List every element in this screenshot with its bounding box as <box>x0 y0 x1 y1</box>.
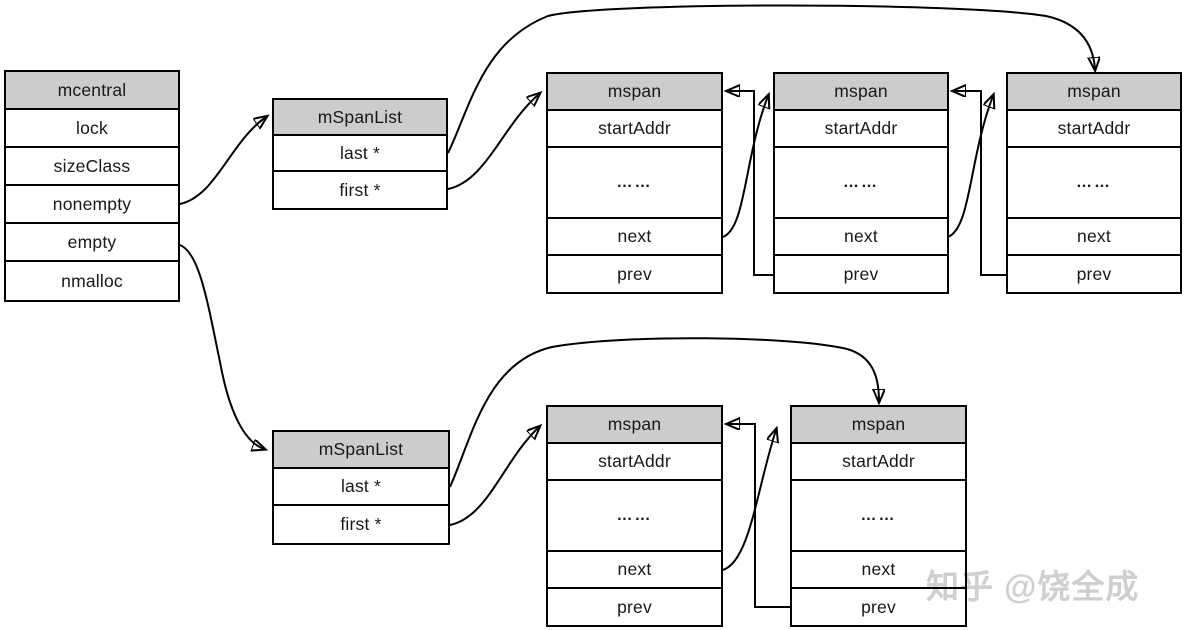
mspanlist-header: mSpanList <box>274 432 448 469</box>
row-startaddr: startAddr <box>792 444 965 481</box>
mspan-top-1-table: mspan startAddr …… next prev <box>546 72 723 294</box>
arrow-nonempty-to-top-mspanlist <box>179 117 266 205</box>
row-ellipsis: …… <box>1008 148 1180 219</box>
arrow-top-first-to-mspan1 <box>447 94 539 190</box>
mcentral-table: mcentral lock sizeClass nonempty empty n… <box>4 70 180 302</box>
mspan-header: mspan <box>548 74 721 111</box>
row-prev: prev <box>617 596 652 617</box>
mspan-header: mspan <box>775 74 947 111</box>
row-ellipsis: …… <box>792 481 965 552</box>
arrow-bottom-mspan1-next-to-mspan2 <box>722 430 776 571</box>
row-lock: lock <box>6 110 178 148</box>
arrow-bottom-mspan2-prev-to-mspan1 <box>728 424 790 608</box>
arrow-top-mspan2-next-to-mspan3 <box>947 96 993 238</box>
row-startaddr: startAddr <box>548 444 721 481</box>
zhihu-watermark: 知乎 @饶全成 <box>926 568 1140 605</box>
row-nonempty: nonempty <box>6 186 178 224</box>
mspan-bottom-1-table: mspan startAddr …… next prev <box>546 405 723 627</box>
mspanlist-header: mSpanList <box>274 100 446 136</box>
row-empty: empty <box>6 224 178 262</box>
arrow-empty-to-bottom-mspanlist <box>179 244 264 449</box>
mspan-header: mspan <box>792 407 965 444</box>
mspan-header: mspan <box>548 407 721 444</box>
row-prev: prev <box>861 596 896 617</box>
row-startaddr: startAddr <box>775 111 947 148</box>
row-startaddr: startAddr <box>548 111 721 148</box>
arrow-top-mspan1-next-to-mspan2 <box>722 96 768 238</box>
mspan-top-3-table: mspan startAddr …… next prev <box>1006 72 1182 294</box>
row-last: last * <box>274 469 448 506</box>
row-prev: prev <box>843 263 879 284</box>
row-startaddr: startAddr <box>1008 111 1180 148</box>
row-prev: prev <box>617 263 652 284</box>
mspan-header: mspan <box>1008 74 1180 111</box>
row-last: last * <box>274 136 446 172</box>
arrow-top-mspan2-prev-to-mspan1 <box>728 91 773 276</box>
row-prev: prev <box>1076 263 1112 284</box>
row-first: first * <box>340 514 382 534</box>
mspan-top-2-table: mspan startAddr …… next prev <box>773 72 949 294</box>
row-next: next <box>792 552 965 589</box>
row-nmalloc: nmalloc <box>61 270 123 291</box>
mcentral-header: mcentral <box>6 72 178 110</box>
row-next: next <box>1008 219 1180 256</box>
row-first: first * <box>339 179 381 200</box>
row-next: next <box>775 219 947 256</box>
mspanlist-top-table: mSpanList last * first * <box>272 98 448 210</box>
arrow-bottom-first-to-mspan1 <box>449 427 539 526</box>
row-ellipsis: …… <box>548 148 721 219</box>
row-ellipsis: …… <box>775 148 947 219</box>
row-sizeclass: sizeClass <box>6 148 178 186</box>
row-next: next <box>548 219 721 256</box>
arrow-top-mspan3-prev-to-mspan2 <box>954 91 1006 276</box>
mspanlist-bottom-table: mSpanList last * first * <box>272 430 450 545</box>
row-ellipsis: …… <box>548 481 721 552</box>
row-next: next <box>548 552 721 589</box>
